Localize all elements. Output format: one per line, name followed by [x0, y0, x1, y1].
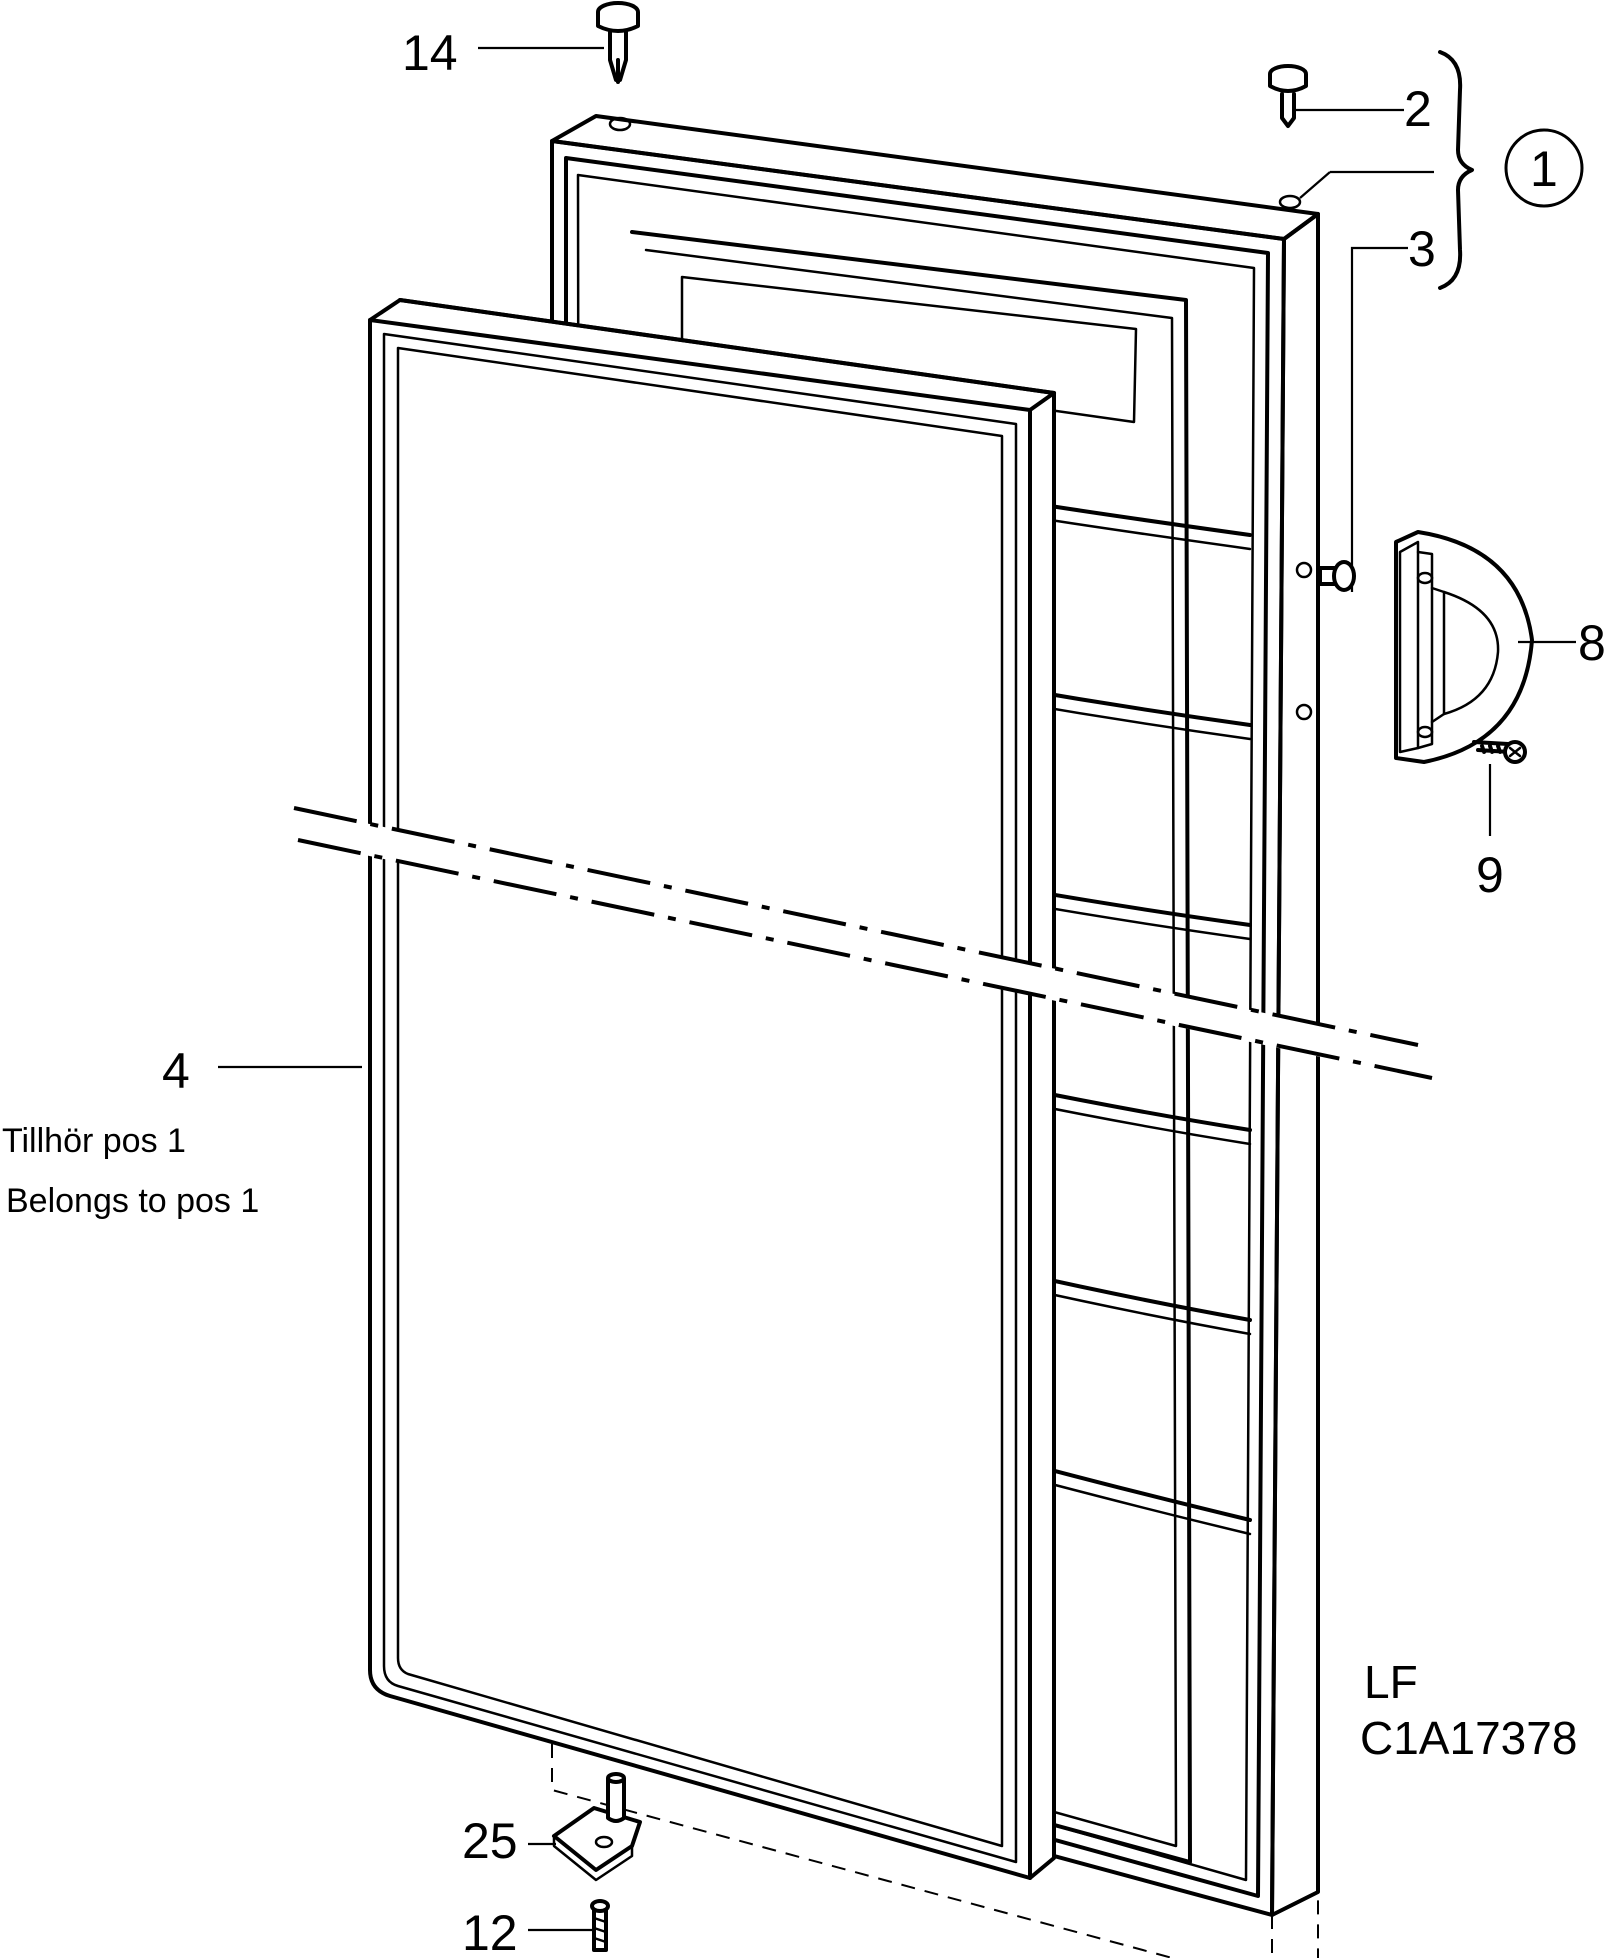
part-2-hinge-pin: 2	[1268, 64, 1432, 137]
callout-9: 9	[1476, 847, 1504, 903]
part-3-bushing: 3	[1318, 221, 1436, 592]
callout-2: 2	[1404, 81, 1432, 137]
callout-3: 3	[1408, 221, 1436, 277]
part-8-handle: 8	[1394, 530, 1606, 764]
position-1-assembly: 1	[1504, 128, 1584, 208]
part-9-screw: 9	[1472, 740, 1527, 903]
drawing-code: LF C1A17378	[1360, 1656, 1577, 1764]
break-line	[293, 806, 1433, 1080]
drawing-code-line1: LF	[1364, 1656, 1418, 1708]
callout-8: 8	[1578, 615, 1606, 671]
callout-4: 4	[162, 1043, 190, 1099]
grouping-brace	[1438, 50, 1474, 290]
note-swedish: Tillhör pos 1	[2, 1122, 186, 1160]
part-14-pin: 14	[402, 1, 640, 84]
part-4-callout: 4 Tillhör pos 1 Belongs to pos 1	[2, 1043, 362, 1220]
callout-12: 12	[462, 1905, 518, 1958]
callout-14: 14	[402, 25, 458, 81]
part-25-hinge-bracket: 25	[462, 1772, 642, 1882]
drawing-code-line2: C1A17378	[1360, 1712, 1577, 1764]
part-12-screw: 12	[462, 1899, 610, 1958]
note-english: Belongs to pos 1	[6, 1182, 259, 1220]
callout-1: 1	[1530, 141, 1558, 197]
door-gasket	[368, 298, 1056, 1880]
callout-25: 25	[462, 1813, 518, 1869]
